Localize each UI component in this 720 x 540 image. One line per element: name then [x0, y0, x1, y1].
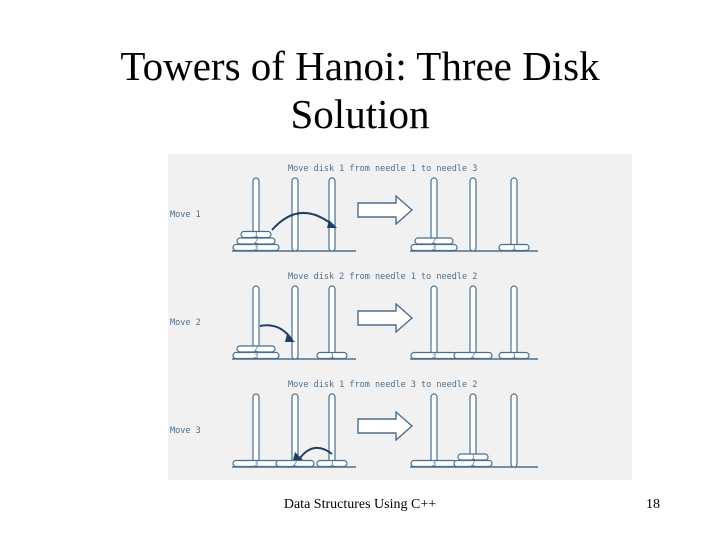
disk-label-3-after-move-2: 3 — [432, 351, 437, 360]
transition-arrow-3 — [357, 410, 414, 442]
disk-1-after-move-2 — [498, 351, 530, 360]
needle-before-3-move-1 — [328, 177, 336, 252]
move-caption-2: Move disk 2 from needle 1 to needle 2 — [288, 272, 477, 282]
needle-after-1-move-3 — [430, 393, 438, 468]
needle-before-2-move-2 — [291, 285, 299, 360]
needle-after-3-move-2 — [510, 285, 518, 360]
disk-label-2-before-move-3: 2 — [293, 459, 298, 468]
needle-before-3-move-2 — [328, 285, 336, 360]
disk-1-before-move-2 — [316, 351, 348, 360]
disk-2-before-move-3 — [275, 459, 315, 468]
needle-before-1-move-3 — [252, 393, 260, 468]
disk-label-1-after-move-2: 1 — [512, 351, 517, 360]
disk-label-1-before-move-1: 1 — [254, 230, 259, 239]
disk-2-before-move-2 — [236, 345, 276, 353]
needle-after-2-move-2 — [469, 285, 477, 360]
hanoi-diagram: Move disk 1 from needle 1 to needle 3 Mov… — [168, 154, 632, 480]
disk-label-3-after-move-3: 3 — [432, 459, 437, 468]
move-curve-arrow-3 — [299, 447, 333, 459]
slide-title: Towers of Hanoi: Three Disk Solution — [60, 42, 660, 138]
disk-2-after-move-1 — [414, 237, 454, 245]
disk-label-2-after-move-1: 2 — [432, 237, 437, 246]
needle-after-3-move-1 — [510, 177, 518, 252]
disk-1-after-move-1 — [498, 243, 530, 252]
disk-label-2-after-move-3: 2 — [471, 459, 476, 468]
disk-label-1-after-move-1: 1 — [512, 243, 517, 252]
slide-footer: Data Structures Using C++ — [283, 497, 437, 512]
disk-label-1-before-move-2: 1 — [330, 351, 335, 360]
move-label-3: Move 3 — [170, 426, 201, 436]
disk-label-2-before-move-2: 2 — [254, 345, 259, 354]
disk-label-3-before-move-3: 3 — [254, 459, 259, 468]
disk-label-3-before-move-1: 3 — [254, 243, 259, 252]
title-line-2: Solution — [290, 91, 430, 137]
disk-label-1-after-move-3: 1 — [471, 453, 476, 462]
disk-2-after-move-2 — [453, 351, 493, 360]
disk-label-2-before-move-1: 2 — [254, 237, 259, 246]
move-label-2: Move 2 — [170, 318, 201, 328]
move-caption-3: Move disk 1 from needle 3 to needle 2 — [288, 380, 477, 390]
hanoi-diagram-svg: Move disk 1 from needle 1 to needle 3 Mov… — [170, 164, 538, 468]
page-number: 18 — [646, 497, 660, 512]
disk-1-before-move-3 — [316, 459, 348, 468]
disk-label-2-after-move-2: 2 — [471, 351, 476, 360]
transition-arrow-1 — [357, 194, 414, 226]
move-curve-arrowhead-2 — [285, 334, 295, 342]
needle-after-1-move-2 — [430, 285, 438, 360]
needle-before-3-move-3 — [328, 393, 336, 468]
title-line-1: Towers of Hanoi: Three Disk — [120, 43, 600, 89]
disk-1-after-move-3 — [457, 453, 489, 461]
disk-label-3-after-move-1: 3 — [432, 243, 437, 252]
move-curve-arrowhead-3 — [293, 452, 303, 460]
disk-1-before-move-1 — [240, 230, 272, 239]
move-caption-1: Move disk 1 from needle 1 to needle 3 — [288, 164, 477, 174]
move-label-1: Move 1 — [170, 210, 201, 220]
transition-arrow-2 — [357, 302, 414, 334]
move-curve-arrow-1 — [271, 211, 335, 231]
disk-label-3-before-move-2: 3 — [254, 351, 259, 360]
needle-after-2-move-1 — [469, 177, 477, 252]
move-curve-arrowhead-1 — [327, 220, 337, 228]
disk-label-1-before-move-3: 1 — [330, 459, 335, 468]
needle-after-3-move-3 — [510, 393, 518, 468]
